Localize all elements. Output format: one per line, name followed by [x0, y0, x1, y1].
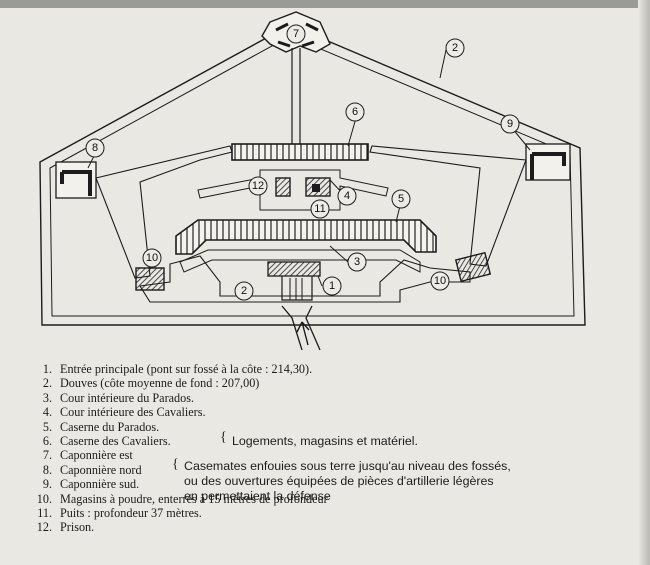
- callout-11-label: 11: [314, 203, 325, 215]
- legend-text: Douves (côte moyenne de fond : 207,00): [60, 376, 260, 391]
- legend-item-5: 5. Caserne du Parados.: [22, 420, 632, 434]
- legend-num: 1.: [42, 362, 52, 376]
- legend: 1. Entrée principale (pont sur fossé à la…: [22, 362, 632, 535]
- legend-num: 5.: [42, 419, 52, 434]
- callout-3-label: 3: [354, 256, 360, 268]
- brace-casernes: {: [220, 430, 227, 445]
- outer-wall: [39, 24, 586, 326]
- legend-num: 11.: [37, 506, 52, 521]
- legend-item-8: 8. Caponnière nord: [22, 463, 632, 477]
- entree-principale: [267, 261, 321, 277]
- legend-num: 7.: [42, 448, 52, 463]
- brace-caponnieres: {: [172, 457, 179, 472]
- prison: [275, 177, 291, 197]
- legend-text: Caponnière est: [60, 448, 133, 463]
- legend-item-11: 11. Puits : profondeur 37 mètres.: [22, 506, 632, 520]
- callout-7-label: 7: [293, 28, 299, 40]
- callout-1-label: 1: [329, 280, 335, 292]
- legend-num: 2.: [42, 376, 52, 391]
- callout-10b-label: 10: [434, 275, 446, 287]
- legend-text: Cour intérieure du Parados.: [60, 390, 195, 405]
- legend-num: 6.: [42, 434, 52, 449]
- legend-num: 4.: [42, 405, 52, 420]
- caserne-parados: [175, 219, 437, 255]
- fort-plan-diagram: 1 2 2 3 4 5 6 7 8 9 10 10 11 12: [39, 11, 586, 351]
- callout-4-label: 4: [344, 190, 350, 202]
- callout-7: 7: [286, 24, 306, 44]
- callout-5-label: 5: [398, 193, 404, 205]
- legend-num: 12.: [36, 520, 52, 535]
- callout-9: 9: [500, 114, 520, 134]
- magasin-poudre-1: [135, 267, 165, 291]
- legend-num: 3.: [42, 390, 52, 405]
- callout-3: 3: [347, 252, 367, 272]
- note-caponnieres-line-1: Casemates enfouies sous terre jusqu'au n…: [184, 459, 511, 473]
- legend-num: 9.: [42, 477, 52, 492]
- legend-text: Caponnière sud.: [60, 477, 140, 492]
- legend-text: Magasins à poudre, enterrés à 15 mètres …: [60, 491, 328, 506]
- cour-cavaliers: [197, 169, 389, 211]
- callout-4: 4: [337, 186, 357, 206]
- callout-1: 1: [322, 276, 342, 296]
- legend-item-9: 9. Caponnière sud.: [22, 477, 632, 491]
- note-casernes: Logements, magasins et matériel.: [232, 434, 418, 448]
- legend-item-1: 1. Entrée principale (pont sur fossé à la…: [22, 362, 632, 376]
- legend-item-7: 7. Caponnière est: [22, 448, 632, 462]
- legend-num: 8.: [42, 462, 52, 477]
- page-right-edge: [638, 0, 650, 565]
- cour-parados: [179, 249, 421, 273]
- callout-2b-label: 2: [452, 42, 458, 54]
- callout-2-north: 2: [445, 38, 465, 58]
- callout-8-label: 8: [92, 142, 98, 154]
- legend-text: Puits : profondeur 37 mètres.: [60, 506, 202, 521]
- legend-item-2: 2. Douves (côte moyenne de fond : 207,00): [22, 376, 632, 390]
- outer-wall-inner: [49, 35, 575, 317]
- legend-item-12: 12. Prison.: [22, 520, 632, 534]
- callout-6: 6: [345, 102, 365, 122]
- legend-item-3: 3. Cour intérieure du Parados.: [22, 391, 632, 405]
- legend-text: Entrée principale (pont sur fossé à la c…: [60, 362, 313, 376]
- callout-2-south: 2: [234, 281, 254, 301]
- callout-10-right: 10: [430, 271, 450, 291]
- callout-12: 12: [248, 176, 268, 196]
- legend-text: Caserne des Cavaliers.: [60, 434, 171, 449]
- legend-num: 10.: [36, 491, 52, 506]
- legend-text: Cour intérieure des Cavaliers.: [60, 405, 206, 420]
- callout-5: 5: [391, 189, 411, 209]
- legend-item-10: 10. Magasins à poudre, enterrés à 15 mètr…: [22, 492, 632, 506]
- note-caponnieres-line-3: en permettaient la défense: [184, 489, 331, 503]
- legend-text: Caserne du Parados.: [60, 419, 160, 434]
- legend-item-4: 4. Cour intérieure des Cavaliers.: [22, 405, 632, 419]
- callout-6-label: 6: [352, 106, 358, 118]
- note-caponnieres-line-2: ou des ouvertures équipées de pièces d'a…: [184, 474, 494, 488]
- magasin-poudre-2: [454, 251, 492, 283]
- callout-2a-label: 2: [241, 285, 247, 297]
- legend-text: Prison.: [60, 520, 95, 535]
- callout-10-left: 10: [142, 248, 162, 268]
- callout-8: 8: [85, 138, 105, 158]
- callout-10a-label: 10: [146, 252, 158, 264]
- legend-item-6: 6. Caserne des Cavaliers.: [22, 434, 632, 448]
- caserne-cavaliers: [231, 143, 369, 161]
- callout-9-label: 9: [507, 118, 513, 130]
- page-top-edge: [0, 0, 650, 8]
- callout-11: 11: [310, 199, 330, 219]
- inner-rampart: [95, 145, 233, 279]
- legend-text: Caponnière nord: [60, 462, 142, 477]
- callout-12-label: 12: [252, 180, 264, 192]
